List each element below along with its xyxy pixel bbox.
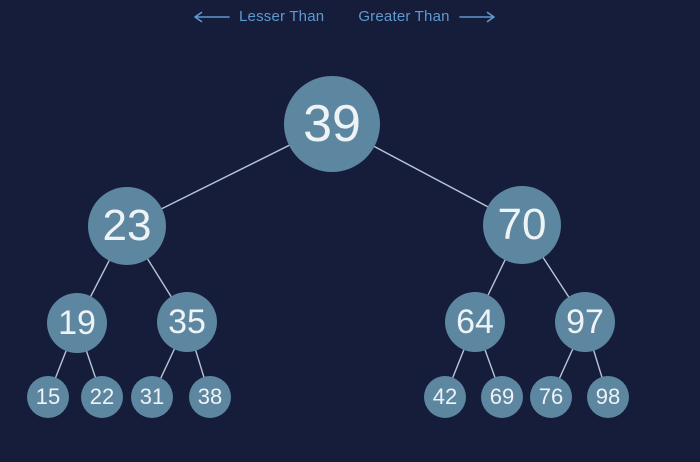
tree-node-64: 64 [445,292,505,352]
tree-node-19: 19 [47,293,107,353]
tree-node-98: 98 [587,376,629,418]
tree-node-35: 35 [157,292,217,352]
tree-node-42: 42 [424,376,466,418]
greater-than-label: Greater Than [358,8,450,25]
lesser-than-arrow-icon [194,11,230,22]
tree-node-38: 38 [189,376,231,418]
greater-than-arrow-icon [458,11,495,22]
tree-node-76: 76 [530,376,572,418]
tree-node-69: 69 [481,376,523,418]
tree-node-22: 22 [81,376,123,418]
tree-node-31: 31 [131,376,173,418]
tree-node-23: 23 [88,187,166,265]
lesser-than-label: Lesser Than [239,8,325,25]
tree-node-70: 70 [483,186,561,264]
legend: Lesser Than Greater Than [188,8,501,25]
tree-node-97: 97 [555,292,615,352]
tree-node-39: 39 [284,76,380,172]
tree-node-15: 15 [27,376,69,418]
